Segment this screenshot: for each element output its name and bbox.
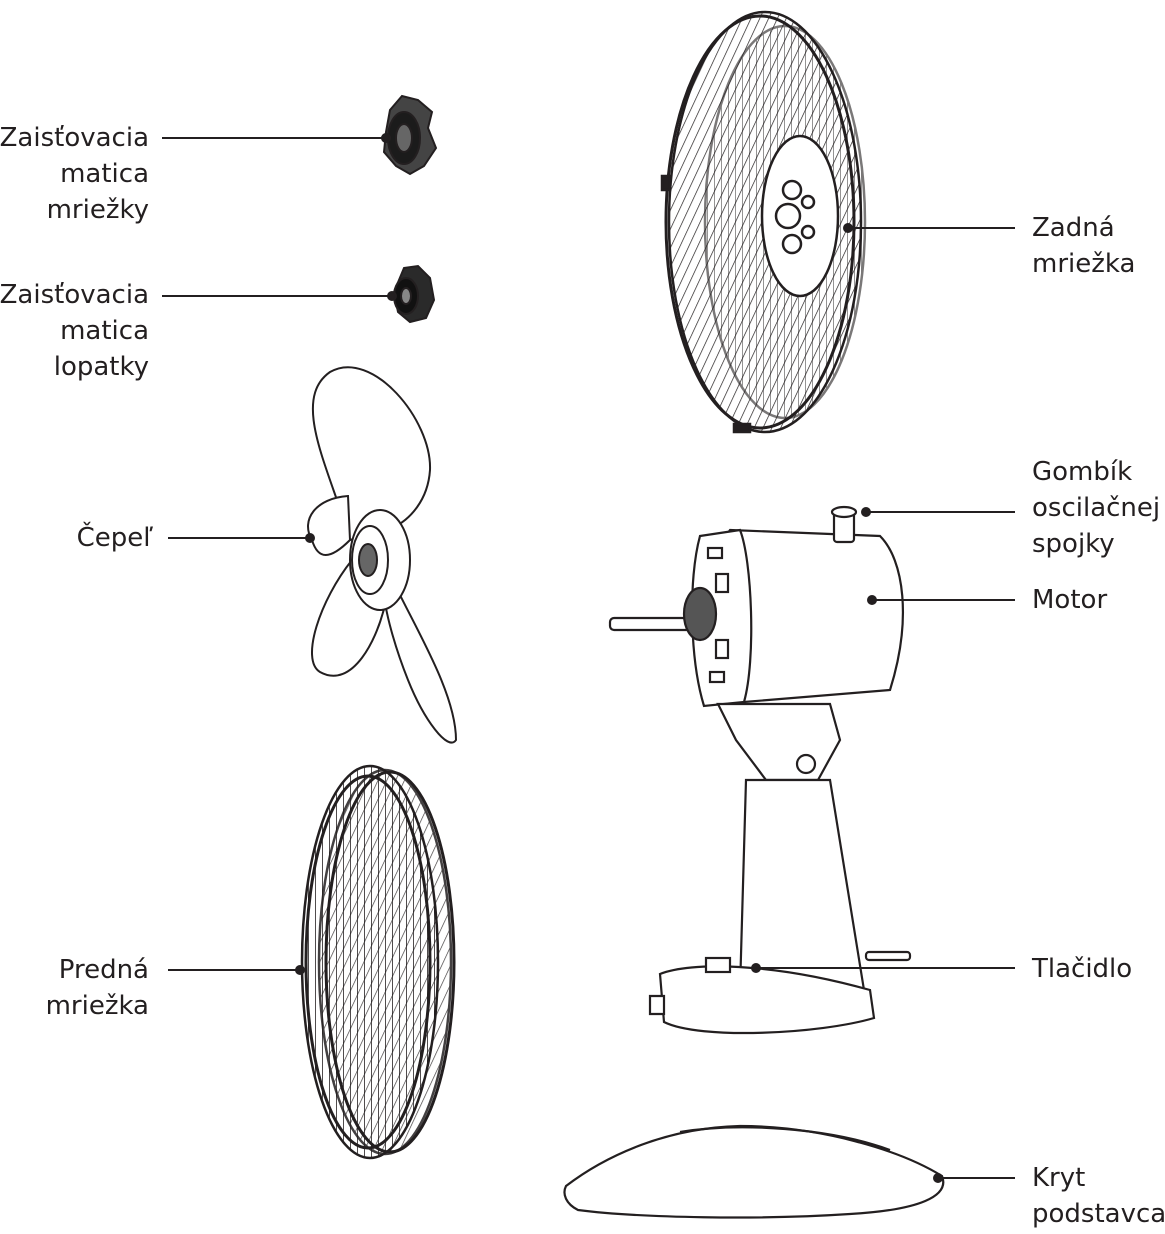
blade-nut-part	[392, 264, 436, 324]
label-line: Gombík	[1032, 457, 1133, 487]
blade-part	[307, 366, 458, 744]
label-line: lopatky	[53, 352, 149, 382]
label-grill-nut: Zaisťovacia matica mriežky	[0, 120, 149, 228]
label-line: Kryt	[1032, 1163, 1086, 1193]
label-line: matica	[60, 159, 149, 189]
label-line: Čepeľ	[76, 523, 153, 553]
label-line: mriežka	[1032, 249, 1136, 279]
label-line: Tlačidlo	[1032, 954, 1133, 984]
label-front-grill: Predná mriežka	[46, 952, 149, 1024]
leader-lines	[162, 133, 1015, 1183]
label-line: mriežka	[45, 991, 149, 1021]
label-button: Tlačidlo	[1032, 951, 1132, 987]
label-line: Zaisťovacia	[0, 123, 149, 153]
label-blade-nut: Zaisťovacia matica lopatky	[0, 277, 149, 385]
label-line: podstavca	[1032, 1199, 1165, 1229]
stand-part	[648, 702, 912, 1035]
label-line: Zadná	[1032, 213, 1115, 243]
label-line: spojky	[1032, 529, 1115, 559]
motor-part	[608, 505, 904, 708]
base-cover-part	[563, 1124, 945, 1219]
label-line: mriežky	[46, 195, 149, 225]
label-blade: Čepeľ	[77, 520, 153, 556]
label-base-cover: Kryt podstavca	[1032, 1160, 1165, 1232]
label-line: Predná	[58, 955, 149, 985]
label-motor: Motor	[1032, 582, 1107, 618]
label-line: matica	[60, 316, 149, 346]
label-line: Motor	[1032, 585, 1108, 615]
rear-grill-part	[660, 10, 867, 434]
label-oscillation-knob: Gombík oscilačnej spojky	[1032, 454, 1160, 562]
label-line: Zaisťovacia	[0, 280, 149, 310]
grill-nut-part	[382, 94, 438, 176]
front-grill-part	[300, 764, 456, 1160]
label-line: oscilačnej	[1032, 493, 1161, 523]
label-rear-grill: Zadná mriežka	[1032, 210, 1135, 282]
